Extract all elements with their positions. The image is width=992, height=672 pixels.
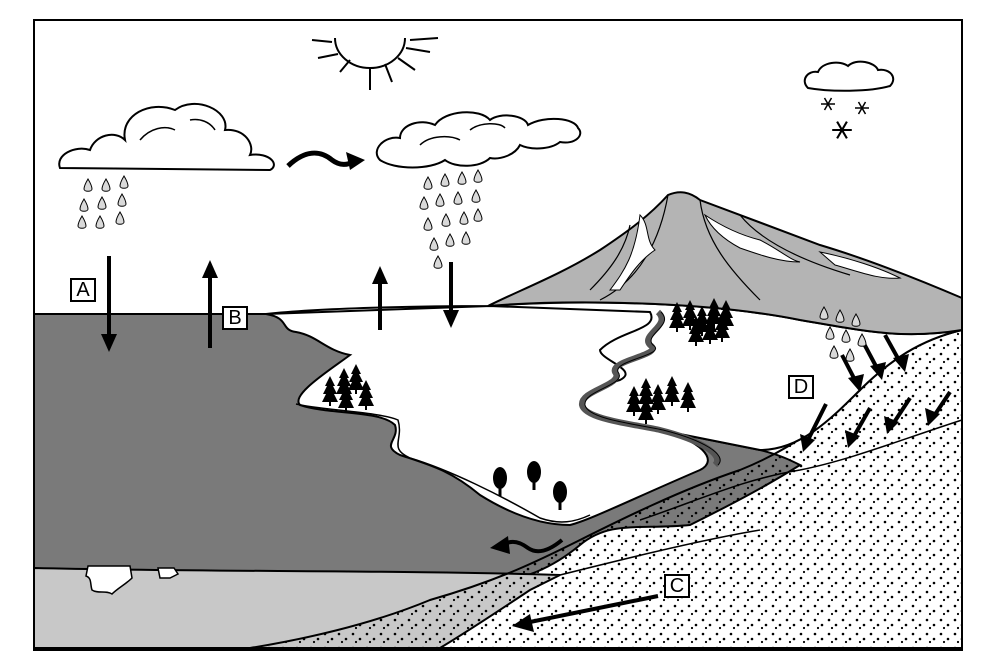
iceberg (85, 565, 180, 595)
snow-patch (609, 213, 656, 291)
arrow-icon (800, 334, 952, 452)
arrow-icon (372, 262, 459, 330)
label-a: A (70, 278, 96, 302)
arrow-icon (490, 536, 564, 554)
arrow-icon (286, 150, 365, 170)
mountain (487, 191, 963, 336)
label-d: D (788, 375, 814, 399)
cloud-icon (803, 60, 895, 92)
river (579, 309, 720, 468)
water-table-line (639, 419, 963, 521)
snow-patch (703, 213, 801, 263)
sun-icon (311, 37, 439, 90)
cloud-icon (58, 102, 275, 172)
snow-patch (818, 251, 902, 279)
label-c: C (664, 574, 690, 598)
sediment-line (559, 529, 761, 576)
arrow-icon (101, 256, 218, 352)
arrow-icon (512, 594, 659, 632)
shoreline (295, 403, 591, 523)
label-b: B (222, 306, 248, 330)
cloud-icon (375, 111, 582, 169)
